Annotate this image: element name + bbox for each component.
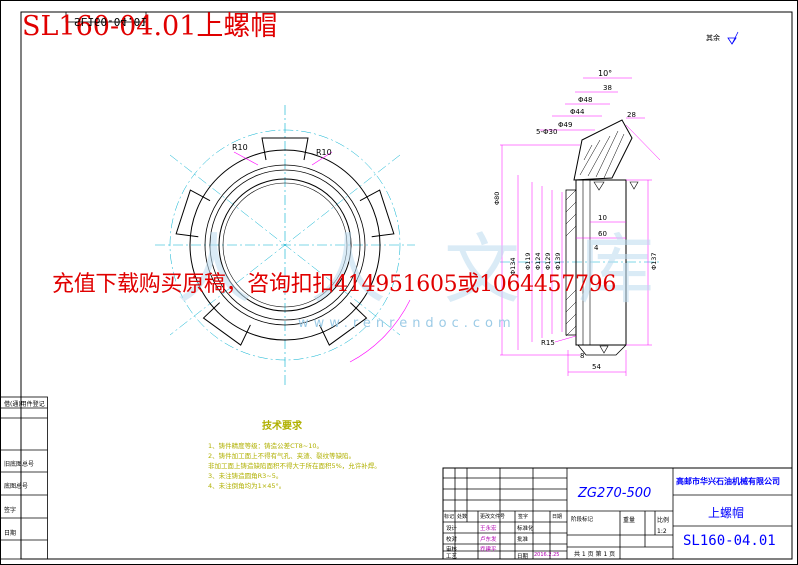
code-box [65,11,147,23]
role-check: 校对 [446,537,458,543]
watermark-url: www.renrendoc.com [298,316,516,331]
header-mark: 标记 [444,514,455,520]
left-col-label-registration: 借(通)用件登记 [4,401,45,408]
tech-requirement-item: 1、铸件精度等级：铸造公差CT8~10。 [208,442,323,450]
role-process: 工艺 [446,554,458,560]
left-col-label-date: 日期 [4,530,17,537]
tech-requirement-item: 非加工面上铸造缺陷面积不得大于所在面积5%，允许补焊。 [208,462,381,470]
tech-requirement-item: 3、未注铸造圆角R3~5。 [208,472,283,480]
dim-phi129: Φ129 [544,252,552,270]
dim-phi49: Φ49 [558,121,572,129]
header-sign: 签字 [518,514,529,520]
mirrored-drawing-code: SL160-04.01 [74,15,147,28]
roughness-note: 其余 [706,34,720,42]
tech-requirements-list: 1、铸件精度等级：铸造公差CT8~10。 2、铸件加工面上不得有气孔、夹渣、裂纹… [208,441,381,491]
scale-label: 比例 [657,517,670,524]
dim-10: 10 [598,214,607,222]
dim-phi119: Φ119 [524,252,532,270]
left-col-label-old-drawing: 旧底图总号 [4,461,35,468]
purchase-ad-banner: 充值下载购买原稿，咨询扣扣414951605或1064457796 [52,272,617,297]
dim-phi134: Φ134 [509,257,517,275]
note-approve: 批准 [517,537,529,543]
drawing-title: SL160-04.01上螺帽 [22,11,278,42]
title-block-frame [442,467,793,560]
inner-border [20,11,793,560]
watermark-characters: 人人文库 [176,225,712,314]
tech-requirement-item: 4、未注倒角均为1×45°。 [208,482,286,490]
stage-label: 阶段标记 [571,517,594,523]
reviewer-name: 乔建平 [480,547,497,553]
dim-r15: R15 [541,339,555,347]
tech-requirement-item: 2、铸件加工面上不得有气孔、夹渣、裂纹等缺陷。 [208,452,356,460]
section-view [500,77,661,376]
dim-holes: 5-Φ30 [536,128,557,136]
sheet-info: 共 1 页 第 1 页 [574,551,616,558]
left-column-frame [0,396,48,560]
left-col-label-drawing-no: 底图总号 [4,483,29,490]
dim-8: 8 [580,352,584,360]
dim-phi137: Φ137 [650,252,658,270]
checker-name: 卢东发 [480,537,497,543]
company-name: 高邮市华兴石油机械有限公司 [676,477,780,486]
dim-38: 38 [603,84,612,92]
drawing-number: SL160-04.01 [683,533,776,549]
dim-phi124: Φ124 [534,252,542,270]
date-stamp: 2016.2.25 [534,552,560,558]
weight-label: 重量 [623,517,636,524]
tech-requirements-title: 技术要求 [262,421,302,432]
header-date: 日期 [552,514,563,520]
part-name: 上螺帽 [708,506,745,520]
radius-label-left: R10 [232,143,248,152]
designer-name: 王永宏 [480,526,497,532]
radius-label-right: R10 [316,148,332,157]
note-date: 日期 [517,554,529,560]
dim-angle: 10° [598,69,612,78]
material-label: ZG270-500 [578,486,652,501]
role-review: 审核 [446,547,458,553]
header-change-doc: 更改文件号 [480,514,506,520]
dim-4: 4 [594,244,599,252]
dim-phi48: Φ48 [578,96,592,104]
front-view [155,105,415,385]
scale-value: 1:2 [657,528,667,535]
dim-54: 54 [592,363,601,371]
header-count: 处数 [457,514,468,520]
dim-28: 28 [627,111,636,119]
roughness-symbol [727,37,737,45]
role-design: 设计 [446,526,458,532]
dim-phi139: Φ139 [554,252,562,270]
dim-60: 60 [598,230,607,238]
dim-phi44: Φ44 [570,108,585,116]
note-standardization: 标准化 [517,526,534,532]
left-col-label-signature: 签字 [4,507,17,514]
dim-phi80: Φ80 [493,192,501,205]
